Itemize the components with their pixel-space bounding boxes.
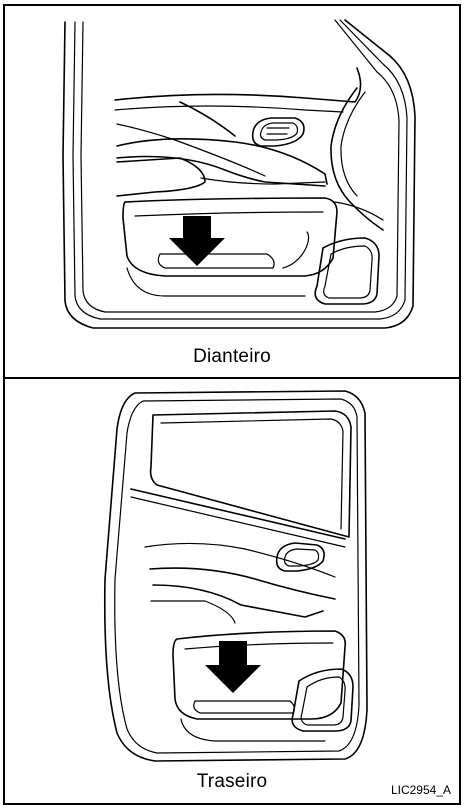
illustration-frame: Dianteiro — [3, 4, 461, 805]
rear-door-panel: Traseiro — [5, 379, 459, 803]
figure-code: LIC2954_A — [391, 783, 451, 797]
rear-down-arrow-icon — [205, 641, 261, 693]
front-door-panel: Dianteiro — [5, 6, 459, 377]
front-door-illustration — [5, 6, 463, 377]
rear-door-illustration — [5, 379, 463, 803]
front-down-arrow-icon — [169, 216, 225, 266]
front-caption: Dianteiro — [5, 346, 459, 368]
